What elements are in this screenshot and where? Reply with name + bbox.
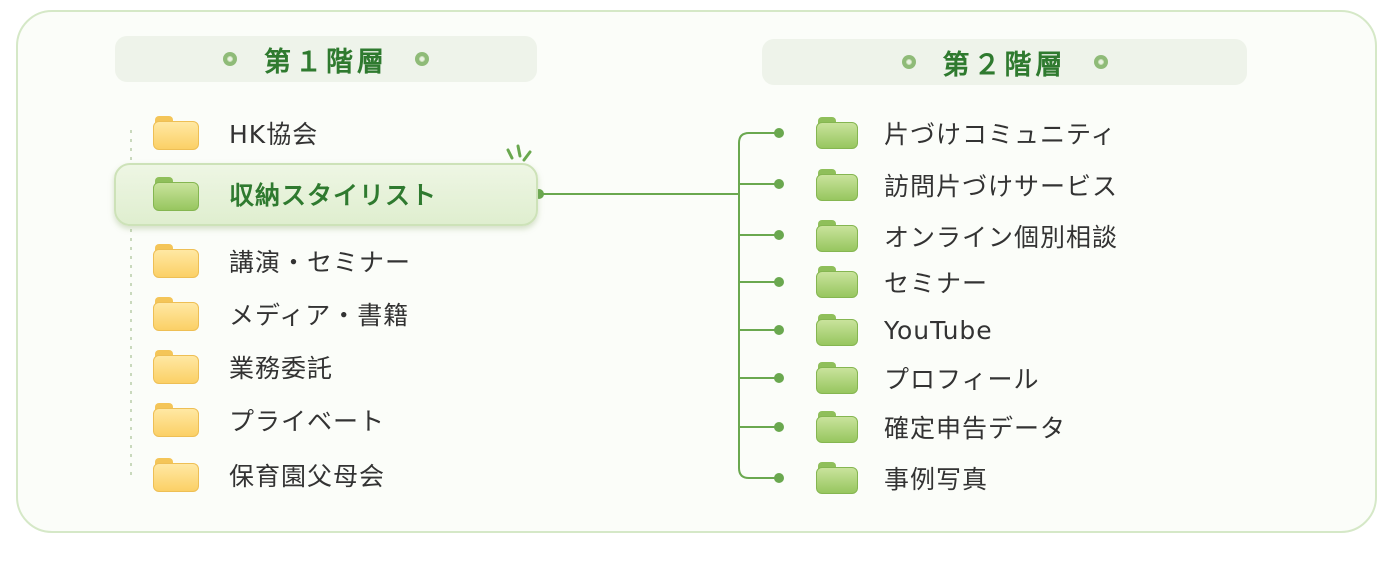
folder-label: 事例写真 (884, 465, 989, 494)
folder-label: 片づけコミュニティ (884, 120, 1117, 149)
folder-icon (153, 403, 199, 437)
folder-label: プロフィール (884, 365, 1040, 394)
level1-folder-item[interactable]: メディア・書籍 (153, 289, 409, 339)
level2-header: 第２階層 (762, 39, 1247, 85)
level2-folder-item[interactable]: YouTube (816, 305, 993, 355)
folder-label: プライベート (229, 407, 386, 436)
level2-folder-item[interactable]: 片づけコミュニティ (816, 108, 1117, 158)
flower-icon (414, 51, 430, 67)
folder-label: 保育園父母会 (229, 462, 386, 491)
folder-icon (153, 297, 199, 331)
level1-header: 第１階層 (115, 36, 537, 82)
folder-icon (153, 350, 199, 384)
connector-trunk (738, 132, 750, 479)
folder-icon (153, 177, 199, 211)
level2-folder-item[interactable]: オンライン個別相談 (816, 211, 1118, 261)
folder-icon (816, 117, 858, 149)
folder-label: 講演・セミナー (229, 248, 412, 277)
level1-folder-item[interactable]: 業務委託 (153, 342, 333, 392)
level2-folder-item[interactable]: セミナー (816, 257, 988, 307)
folder-icon (816, 462, 858, 494)
level2-folder-item[interactable]: 訪問片づけサービス (816, 160, 1118, 210)
level2-folder-item[interactable]: プロフィール (816, 353, 1040, 403)
folder-label: 収納スタイリスト (229, 181, 438, 210)
folder-icon (816, 220, 858, 252)
level2-folder-item[interactable]: 確定申告データ (816, 402, 1066, 452)
flower-icon (901, 54, 917, 70)
level1-folder-item-selected[interactable]: 収納スタイリスト (153, 169, 437, 219)
folder-icon (816, 169, 858, 201)
folder-label: 確定申告データ (884, 414, 1067, 443)
level1-folder-item[interactable]: 保育園父母会 (153, 450, 385, 500)
folder-label: 訪問片づけサービス (884, 172, 1119, 201)
folder-label: セミナー (884, 269, 989, 298)
folder-label: YouTube (884, 315, 993, 345)
level1-folder-item[interactable]: HK協会 (153, 108, 318, 158)
level1-title: 第１階層 (264, 46, 388, 78)
folder-icon (153, 116, 199, 150)
folder-icon (153, 244, 199, 278)
folder-label: HK協会 (229, 120, 319, 149)
flower-icon (1093, 54, 1109, 70)
level2-title: 第２階層 (942, 49, 1067, 81)
connector-branches (739, 132, 777, 479)
folder-icon (816, 314, 858, 346)
level1-folder-item[interactable]: 講演・セミナー (153, 236, 411, 286)
branch-dots (774, 128, 784, 483)
folder-icon (816, 411, 858, 443)
folder-icon (816, 266, 858, 298)
folder-icon (153, 458, 199, 492)
folder-icon (816, 362, 858, 394)
highlight-sparkle (506, 144, 532, 162)
folder-label: オンライン個別相談 (884, 223, 1119, 252)
level1-folder-item[interactable]: プライベート (153, 395, 385, 445)
folder-label: 業務委託 (229, 354, 334, 383)
folder-label: メディア・書籍 (229, 301, 410, 330)
flower-icon (222, 51, 238, 67)
hierarchy-panel (16, 10, 1377, 533)
level2-folder-item[interactable]: 事例写真 (816, 453, 988, 503)
